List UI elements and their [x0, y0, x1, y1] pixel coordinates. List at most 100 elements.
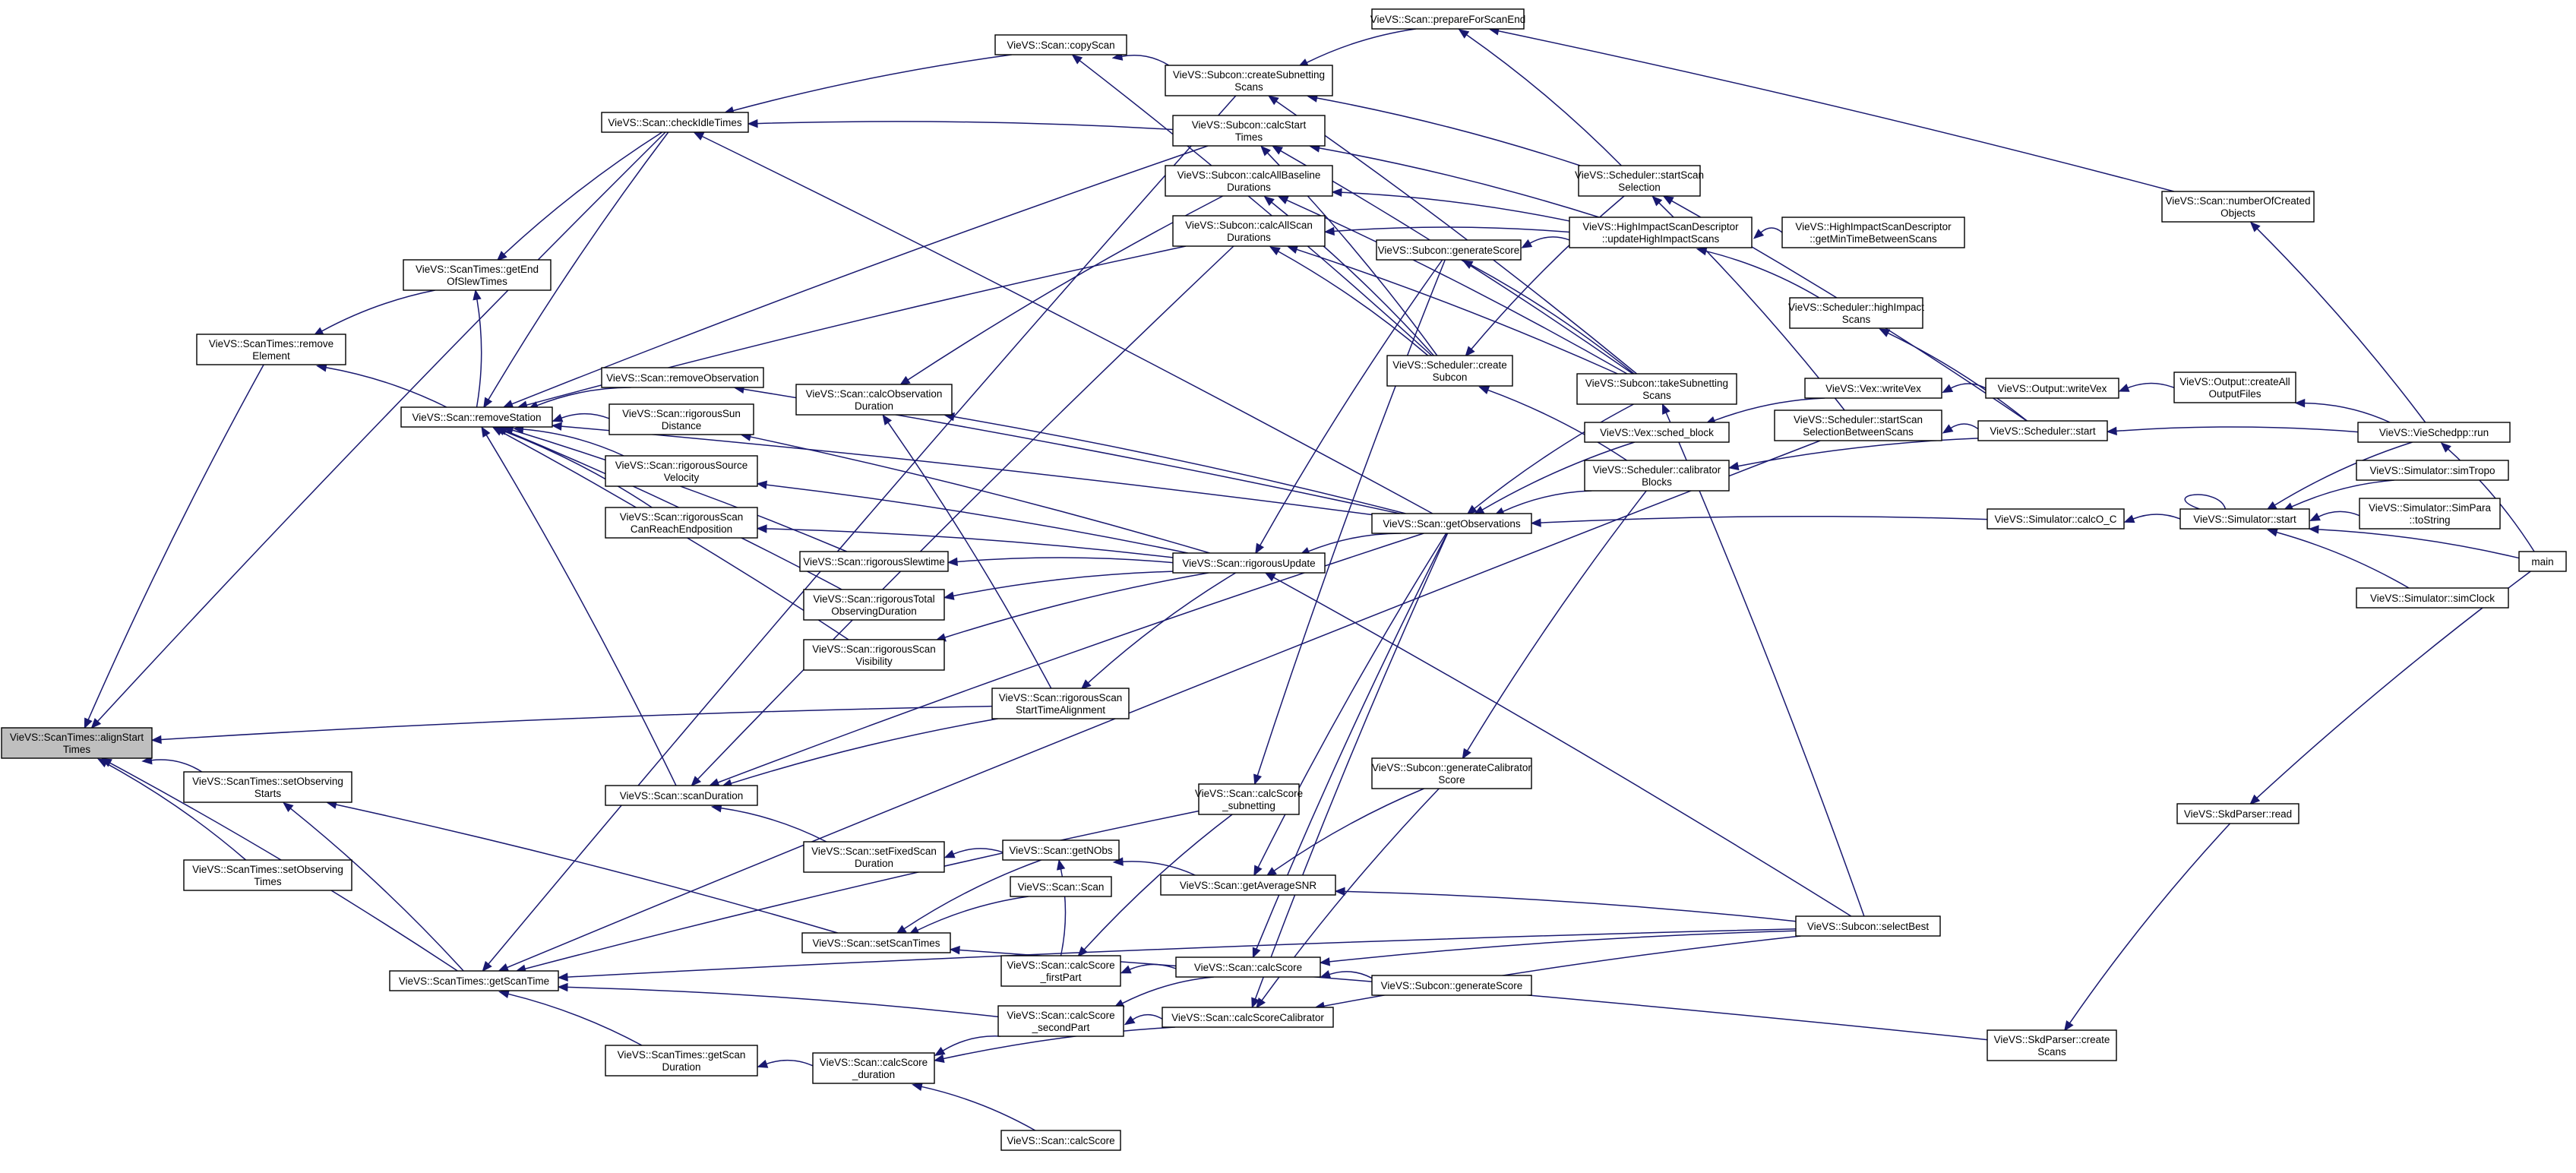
node-label: _secondPart [1032, 1022, 1090, 1033]
node-rigReach[interactable]: VieVS::Scan::rigorousScanCanReachEndposi… [605, 507, 758, 539]
node-schedStart[interactable]: VieVS::Scheduler::start [1977, 420, 2108, 441]
node-copyScan[interactable]: VieVS::Scan::copyScan [994, 34, 1127, 55]
node-outWriteVex[interactable]: VieVS::Output::writeVex [1985, 378, 2119, 399]
node-getMinTime[interactable]: VieVS::HighImpactScanDescriptor::getMinT… [1781, 217, 1965, 248]
node-calcScoreBottom[interactable]: VieVS::Scan::calcScore [1000, 1130, 1121, 1151]
node-rigStartAlign[interactable]: VieVS::Scan::rigorousScanStartTimeAlignm… [991, 688, 1130, 719]
node-box [795, 384, 953, 416]
node-label: ObservingDuration [831, 605, 917, 617]
edge-checkIdle-to-removeStation [483, 131, 669, 409]
node-calcScoreCal[interactable]: VieVS::Scan::calcScoreCalibrator [1162, 1007, 1334, 1028]
node-calcSecond[interactable]: VieVS::Scan::calcScore_secondPart [997, 1005, 1124, 1037]
node-getScanTime[interactable]: VieVS::ScanTimes::getScanTime [389, 970, 559, 991]
node-prepareEnd[interactable]: VieVS::Scan::prepareForScanEnd [1370, 8, 1526, 30]
node-startScanBetween[interactable]: VieVS::Scheduler::startScanSelectionBetw… [1774, 409, 1942, 441]
node-selectBest[interactable]: VieVS::Subcon::selectBest [1795, 915, 1941, 937]
node-calcScoreDur[interactable]: VieVS::Scan::calcScore_duration [812, 1052, 935, 1084]
node-box [605, 455, 758, 487]
node-rigTotal[interactable]: VieVS::Scan::rigorousTotalObservingDurat… [803, 589, 945, 621]
node-checkIdle[interactable]: VieVS::Scan::checkIdleTimes [601, 112, 749, 133]
edge-startScanSel-to-createSub [1307, 93, 1581, 166]
node-box [1774, 409, 1942, 441]
node-label: VieVS::Scan::calcScore [1007, 1010, 1114, 1021]
node-label: VieVS::Subcon::generateScore [1381, 980, 1523, 991]
node-box [605, 1045, 758, 1077]
node-scanDuration[interactable]: VieVS::Scan::scanDuration [605, 785, 758, 806]
node-setScanTimes[interactable]: VieVS::Scan::setScanTimes [801, 932, 951, 953]
node-label: VieVS::Scan::removeStation [412, 412, 541, 423]
node-label: Objects [2220, 207, 2255, 219]
node-getNObs[interactable]: VieVS::Scan::getNObs [1002, 839, 1120, 861]
edge-getObs-to-calcScoreCal [1251, 533, 1449, 1009]
node-simStart[interactable]: VieVS::Simulator::start [2179, 508, 2310, 530]
node-calcScoreSub[interactable]: VieVS::Scan::calcScore_subnetting [1195, 783, 1303, 815]
node-removeObs[interactable]: VieVS::Scan::removeObservation [601, 367, 764, 388]
node-removeStation[interactable]: VieVS::Scan::removeStation [400, 406, 553, 428]
node-calcFirst[interactable]: VieVS::Scan::calcScore_firstPart [1000, 955, 1121, 987]
node-simClock[interactable]: VieVS::Simulator::simClock [2356, 587, 2509, 609]
node-genScore2[interactable]: VieVS::Subcon::generateScore [1371, 975, 1532, 996]
node-rigSlew[interactable]: VieVS::Scan::rigorousSlewtime [799, 551, 949, 572]
node-label: _duration [852, 1069, 895, 1080]
node-calcScore[interactable]: VieVS::Scan::calcScore [1175, 956, 1321, 978]
node-box [1, 727, 153, 759]
node-genScore[interactable]: VieVS::Subcon::generateScore [1376, 239, 1522, 261]
node-label: VieVS::Simulator::start [2193, 514, 2296, 525]
node-simCalc[interactable]: VieVS::Simulator::calcO_C [1987, 508, 2125, 530]
node-vexWrite[interactable]: VieVS::Vex::writeVex [1804, 378, 1942, 399]
node-skdRead[interactable]: VieVS::SkdParser::read [2176, 803, 2299, 824]
node-box [1160, 874, 1336, 896]
node-getAvgSNR[interactable]: VieVS::Scan::getAverageSNR [1160, 874, 1336, 896]
node-label: VieVS::Simulator::calcO_C [1994, 514, 2116, 525]
edge-run-to-schedStart [2106, 426, 2359, 436]
node-simPara[interactable]: VieVS::Simulator::SimPara::toString [2359, 498, 2501, 530]
node-label: VieVS::Subcon::calcAllBaseline [1177, 169, 1321, 181]
node-box [1002, 839, 1120, 861]
node-box [1172, 552, 1326, 574]
node-label: main [2531, 556, 2553, 568]
node-rigUpdate[interactable]: VieVS::Scan::rigorousUpdate [1172, 552, 1326, 574]
node-box [608, 403, 754, 435]
node-getObs[interactable]: VieVS::Scan::getObservations [1371, 513, 1532, 534]
node-simTropo[interactable]: VieVS::Simulator::simTropo [2356, 460, 2509, 481]
edge-calcStartTimes-to-removeStation [502, 145, 1209, 408]
node-scanScan[interactable]: VieVS::Scan::Scan [1010, 876, 1112, 897]
edge-schedStart-to-startScanBetween [1942, 423, 1979, 434]
node-label: VieVS::Scheduler::startScan [1794, 414, 1923, 425]
node-label: Distance [662, 420, 702, 432]
node-box [400, 406, 553, 428]
node-label: Times [254, 876, 281, 887]
node-run[interactable]: VieVS::VieSchedpp::run [2357, 422, 2511, 443]
node-label: VieVS::Scan::rigorousSun [622, 408, 741, 419]
node-label: VieVS::Scan::rigorousScan [620, 511, 744, 523]
node-label: VieVS::Output::writeVex [1998, 383, 2107, 394]
node-updHigh[interactable]: VieVS::HighImpactScanDescriptor::updateH… [1569, 217, 1753, 248]
edge-simPara-to-simStart [2309, 511, 2360, 521]
node-main[interactable]: main [2518, 551, 2567, 572]
node-vexSched[interactable]: VieVS::Vex::sched_block [1584, 422, 1730, 443]
